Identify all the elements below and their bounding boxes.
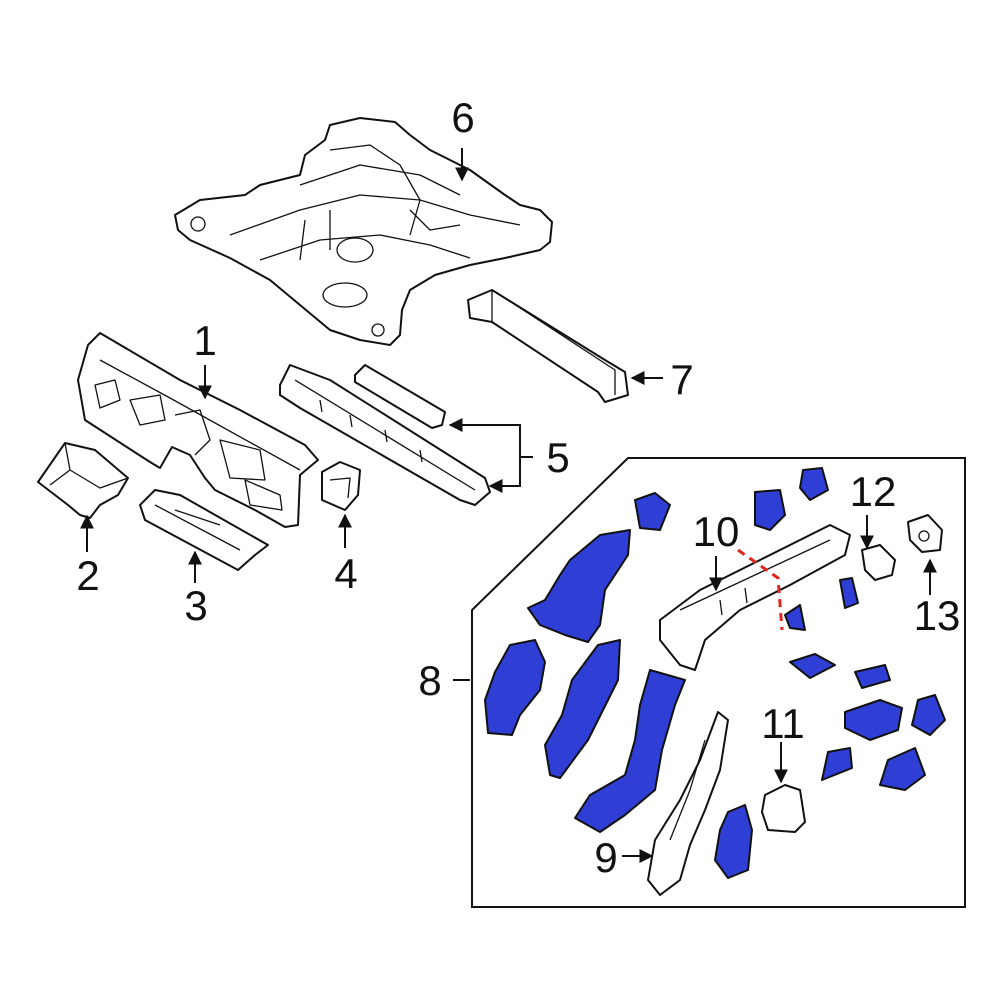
callout-7: 7 (670, 356, 693, 403)
bracket-part-12 (861, 544, 896, 581)
small-bracket-part-4 (321, 461, 361, 511)
plate-part-13 (907, 514, 943, 553)
side-rail-part-10 (659, 524, 851, 671)
lower-rail-part-3 (139, 489, 269, 571)
callout-6: 6 (451, 94, 474, 141)
reinforcement-rails-part-5 (279, 364, 491, 506)
panel-part-9 (647, 711, 729, 896)
callout-10: 10 (693, 508, 740, 555)
rear-panel-part-1 (77, 332, 319, 528)
highlighted-rails-part-8 (484, 467, 946, 879)
inset-frame (471, 457, 966, 908)
cross-member-part-7 (467, 289, 629, 403)
bracket-part-2 (37, 442, 129, 519)
leader-lines (80, 148, 937, 863)
callout-9: 9 (594, 834, 617, 881)
callout-2: 2 (76, 552, 99, 599)
callout-8: 8 (418, 657, 441, 704)
callout-3: 3 (184, 582, 207, 629)
callout-4: 4 (334, 550, 357, 597)
callout-1: 1 (193, 317, 216, 364)
cut-line (737, 548, 784, 631)
callout-5: 5 (546, 434, 569, 481)
callout-13: 13 (914, 592, 961, 639)
callout-12: 12 (850, 468, 897, 515)
block-part-11 (761, 784, 806, 833)
callout-11: 11 (761, 700, 805, 747)
